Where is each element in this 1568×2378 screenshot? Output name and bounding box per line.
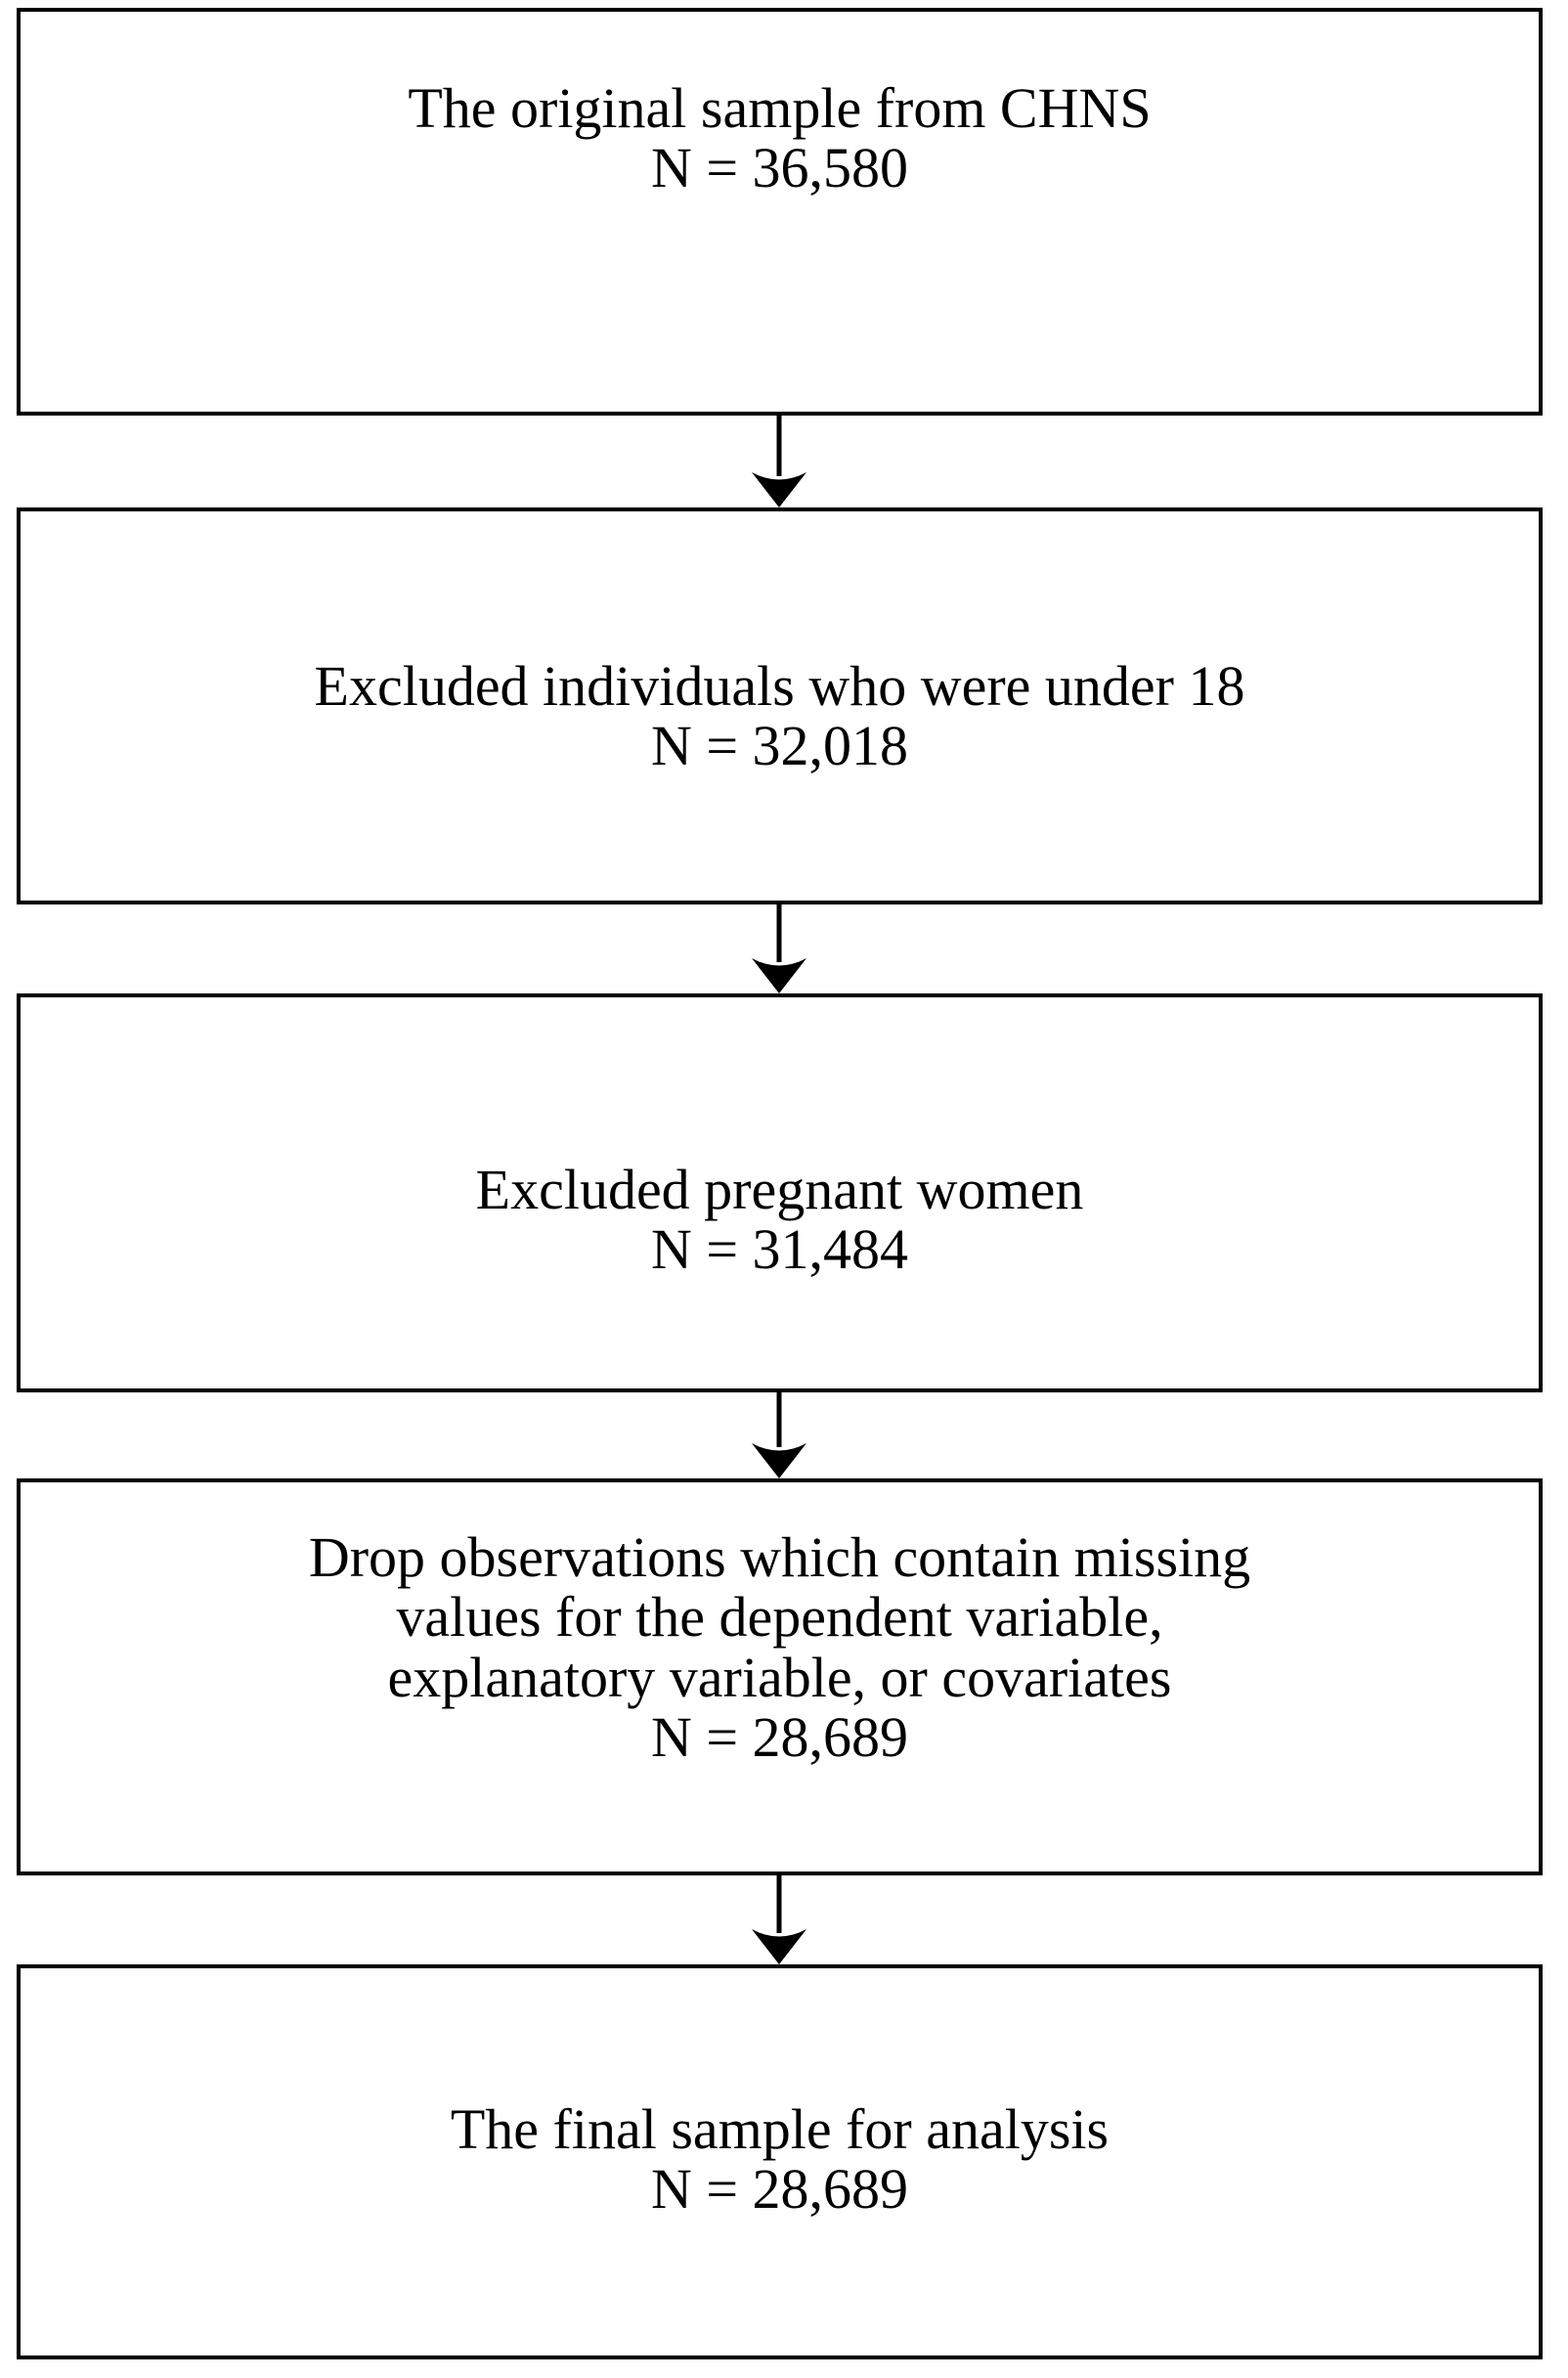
flow-node-excluded-pregnant: Excluded pregnant women N = 31,484 xyxy=(17,993,1543,1392)
down-arrow-icon xyxy=(752,1875,806,1964)
flow-connector-4 xyxy=(0,1875,1568,1964)
flow-connector-2 xyxy=(0,904,1568,993)
flow-node-text: Drop observations which contain missing … xyxy=(308,1525,1251,1770)
down-arrow-icon xyxy=(752,416,806,507)
flow-connector-3 xyxy=(0,1392,1568,1478)
flow-node-text: The original sample from CHNS N = 36,580 xyxy=(408,76,1152,200)
flow-node-text: Excluded individuals who were under 18 N… xyxy=(314,654,1245,778)
down-arrow-icon xyxy=(752,1392,806,1478)
flow-node-excluded-under-18: Excluded individuals who were under 18 N… xyxy=(17,507,1543,904)
flow-node-text: Excluded pregnant women N = 31,484 xyxy=(475,1158,1084,1282)
flow-node-text: The final sample for analysis N = 28,689 xyxy=(450,2097,1110,2222)
flow-node-final-sample: The final sample for analysis N = 28,689 xyxy=(17,1964,1543,2359)
flow-node-drop-missing: Drop observations which contain missing … xyxy=(17,1478,1543,1875)
flow-connector-1 xyxy=(0,416,1568,507)
down-arrow-icon xyxy=(752,904,806,993)
flow-node-original-sample: The original sample from CHNS N = 36,580 xyxy=(17,8,1543,416)
